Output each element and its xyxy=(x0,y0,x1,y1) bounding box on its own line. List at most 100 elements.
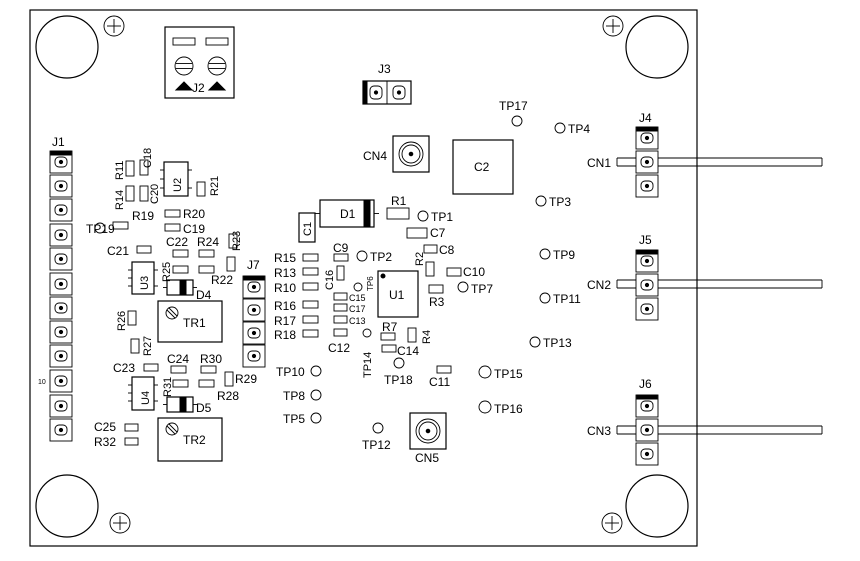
resistor-r2 xyxy=(425,261,435,277)
capacitor-c16 xyxy=(336,265,345,281)
j1-label: J1 xyxy=(52,135,65,149)
r30-label: R30 xyxy=(200,352,222,366)
tp3-label: TP3 xyxy=(549,195,571,209)
mounting-hole-top-right xyxy=(625,15,689,79)
j3-label: J3 xyxy=(378,62,391,76)
tp19-label: TP19 xyxy=(86,222,115,236)
r16-label: R16 xyxy=(274,299,296,313)
testpoint-tp19 xyxy=(94,222,106,234)
r18-label: R18 xyxy=(274,328,296,342)
mounting-hole-top-left xyxy=(35,15,99,79)
resistor-r22 xyxy=(198,265,215,274)
capacitor-c1: C1 xyxy=(298,212,316,243)
capacitor-c2: C2 xyxy=(452,139,514,195)
resistor-r15 xyxy=(302,253,319,262)
d4-label: D4 xyxy=(196,288,212,302)
resistor-r11 xyxy=(125,160,135,177)
fiducial-plus-icon xyxy=(602,15,624,37)
c7-label: C7 xyxy=(430,226,446,240)
resistor-r25 xyxy=(172,265,189,274)
c21-label: C21 xyxy=(107,244,129,258)
cn3-label: CN3 xyxy=(587,424,611,438)
testpoint-tp18 xyxy=(393,357,405,369)
r24-label: R24 xyxy=(197,235,219,249)
r1-label: R1 xyxy=(391,194,407,208)
testpoint-tp10 xyxy=(310,365,322,377)
tp9-label: TP9 xyxy=(553,248,575,262)
c13-label: C13 xyxy=(349,316,366,326)
capacitor-c24 xyxy=(170,365,187,374)
r11-label: R11 xyxy=(114,161,126,180)
r27-label: R27 xyxy=(142,336,154,356)
tp10-label: TP10 xyxy=(276,365,305,379)
screw-terminal-icon xyxy=(207,56,227,76)
j1-pin10-label: 10 xyxy=(38,379,46,386)
connector-cn5: CN5 xyxy=(409,412,447,465)
resistor-r19 xyxy=(112,221,129,230)
mounting-hole-bottom-right xyxy=(625,474,689,538)
capacitor-c13 xyxy=(333,315,348,324)
u2-label: U2 xyxy=(172,178,184,192)
trimmer-tr2 xyxy=(157,417,223,462)
screw-terminal-icon xyxy=(174,56,194,76)
mounting-hole-bottom-left xyxy=(35,474,99,538)
cn5-label: CN5 xyxy=(415,451,439,465)
tp15-label: TP15 xyxy=(494,367,523,381)
resistor-r17 xyxy=(302,315,319,324)
c16-label: C16 xyxy=(324,270,336,290)
c10-label: C10 xyxy=(463,265,485,279)
tr1-label: TR1 xyxy=(183,316,206,330)
resistor-r14 xyxy=(125,185,135,202)
testpoint-tp17 xyxy=(511,115,523,127)
capacitor-c10 xyxy=(446,267,462,277)
tp18-label: TP18 xyxy=(384,373,413,387)
connector-j2: J2 xyxy=(164,26,235,99)
trimmer-icon xyxy=(165,422,179,436)
tp11-label: TP11 xyxy=(553,292,581,306)
r19-label: R19 xyxy=(132,209,154,223)
connector-j6-cn3: J6 CN3 xyxy=(587,377,823,466)
u3-cluster: U3 R25 D4 TR1 R26 R27 C23 C24 R30 xyxy=(113,261,223,375)
ic-u4 xyxy=(131,376,155,411)
ic-u1: U1 xyxy=(377,270,419,318)
trimmer-tr1 xyxy=(157,300,223,343)
diode-d1: D1 xyxy=(315,199,379,228)
capacitor-c21 xyxy=(136,245,152,254)
resistor-r28 xyxy=(198,379,215,388)
resistor-r4 xyxy=(407,327,417,343)
j2-label: J2 xyxy=(192,81,205,95)
capacitor-c9 xyxy=(333,253,349,262)
r15-label: R15 xyxy=(274,251,296,265)
r32-label: R32 xyxy=(94,435,116,449)
c15-label: C15 xyxy=(349,293,366,303)
tp5-label: TP5 xyxy=(283,412,305,426)
cn1-label: CN1 xyxy=(587,156,611,170)
r14-label: R14 xyxy=(114,190,126,210)
testpoint-tp1 xyxy=(417,210,429,222)
board-outline xyxy=(29,9,698,547)
connector-j4-cn1: J4 CN1 xyxy=(587,111,823,198)
j7-label: J7 xyxy=(247,258,260,272)
resistor-r18 xyxy=(302,329,319,338)
cn4-label: CN4 xyxy=(363,149,387,163)
resistor-r32 xyxy=(124,437,139,446)
r29-label: R29 xyxy=(235,372,257,386)
resistor-r22-pad xyxy=(226,256,236,272)
c24-label: C24 xyxy=(167,352,189,366)
resistor-r24 xyxy=(198,249,215,258)
connector-j3: J3 xyxy=(362,62,412,105)
r2-label: R2 xyxy=(414,252,426,266)
resistor-r31 xyxy=(172,379,189,388)
resistor-r1 xyxy=(386,207,410,220)
testpoint-tp5 xyxy=(310,412,322,424)
tp6-label: TP6 xyxy=(366,276,375,291)
r31-label: R31 xyxy=(162,377,174,397)
r7-label: R7 xyxy=(382,320,398,334)
tp2-label: TP2 xyxy=(370,250,392,264)
fiducial-plus-icon xyxy=(109,512,131,534)
r10-label: R10 xyxy=(274,281,296,295)
testpoint-tp3 xyxy=(535,195,547,207)
r25-label: R25 xyxy=(161,262,173,282)
c1-label: C1 xyxy=(302,222,314,236)
testpoint-tp12 xyxy=(372,422,384,434)
